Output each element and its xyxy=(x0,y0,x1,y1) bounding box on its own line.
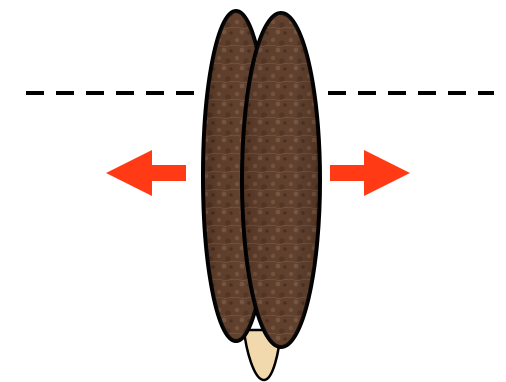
right-arrow xyxy=(330,150,410,196)
left-arrow xyxy=(106,150,186,196)
right-elongated-textured-shape xyxy=(242,13,320,347)
